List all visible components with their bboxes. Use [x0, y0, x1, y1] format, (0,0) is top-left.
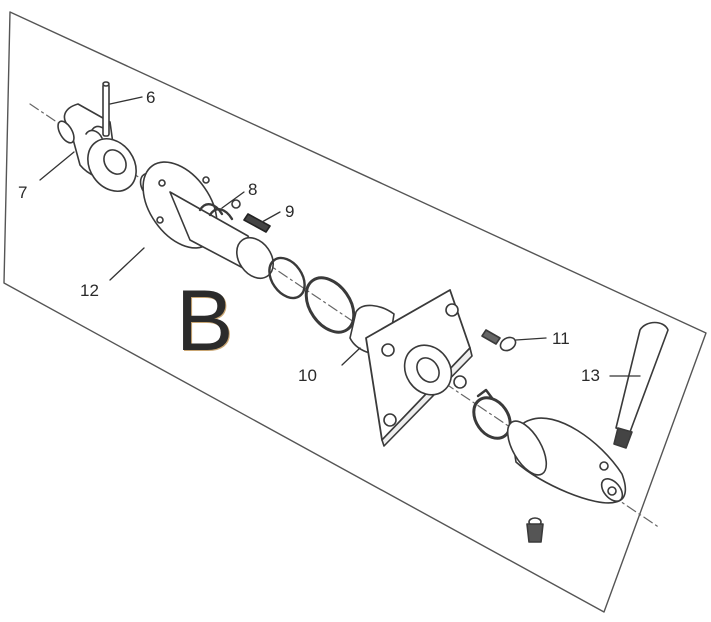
- callout-9: 9: [285, 202, 295, 221]
- o-ring-small: [268, 256, 306, 300]
- bottom-setscrew: [526, 517, 544, 543]
- part-13-brush: [613, 321, 669, 449]
- callout-12: 12: [80, 281, 99, 300]
- callout-10: 10: [298, 366, 317, 385]
- section-letter: B: [176, 273, 234, 369]
- callout-13: 13: [581, 366, 600, 385]
- part-8-ball: [231, 199, 241, 209]
- part-11-screw: [481, 329, 517, 352]
- leader-lines: [39, 96, 641, 377]
- part-10-square-flange: [349, 289, 473, 447]
- callout-8: 8: [248, 180, 258, 199]
- part-12-flanged-shaft: [139, 161, 274, 280]
- o-ring-large: [304, 276, 356, 334]
- callout-11: 11: [552, 329, 570, 348]
- callout-7: 7: [18, 183, 28, 202]
- callout-6: 6: [146, 88, 156, 107]
- retaining-clip: [472, 388, 512, 440]
- nose-cone: [506, 417, 627, 504]
- part-6-pin: [102, 81, 110, 137]
